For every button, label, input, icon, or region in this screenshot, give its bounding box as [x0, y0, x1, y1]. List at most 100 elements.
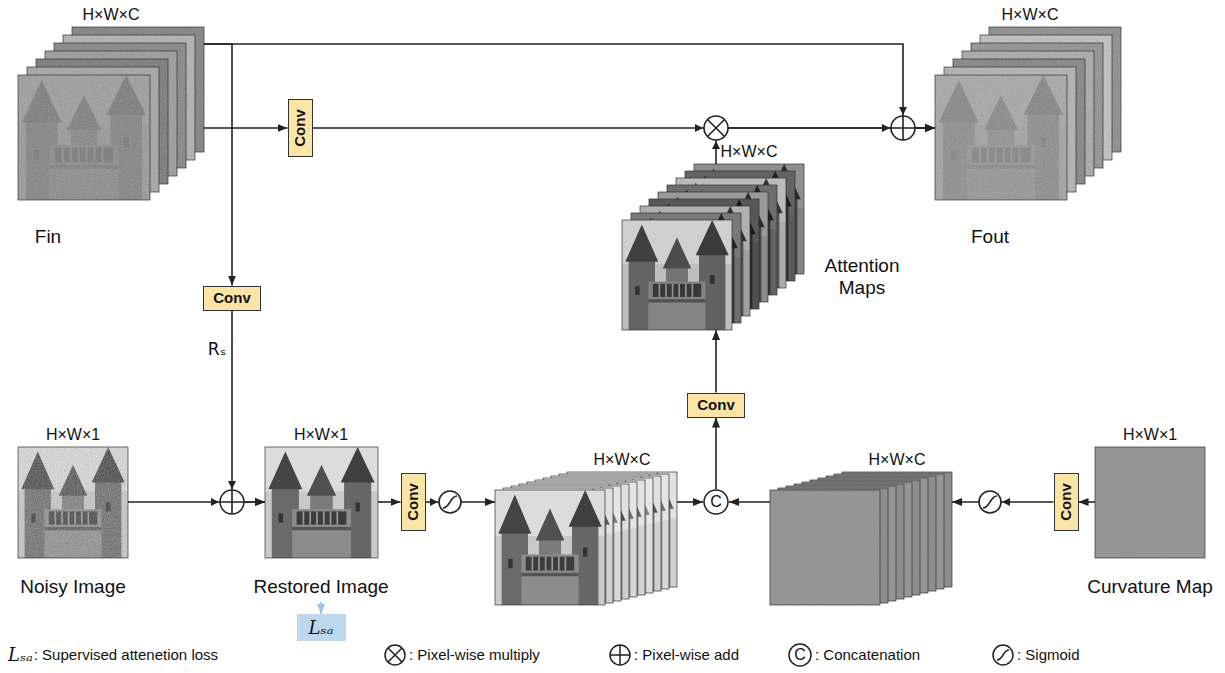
legend-text: : Pixel-wise add: [634, 646, 739, 663]
image-layer: [265, 447, 378, 558]
connector-layer: [128, 44, 1095, 614]
sigmoid-symbol: [979, 491, 1001, 513]
image-layer: [18, 75, 150, 200]
arrow-connector: [320, 602, 322, 614]
legend-text: : Pixel-wise multiply: [409, 646, 540, 663]
sigmoid-symbol: [983, 496, 997, 508]
dimension-label: H×W×1: [46, 426, 100, 444]
concat-circle: C: [703, 489, 729, 515]
legend-operator-letter: C: [794, 646, 806, 664]
arrowhead: [899, 107, 907, 115]
feature-stack: H×W×CFin: [18, 27, 204, 200]
image-layer: [18, 75, 150, 200]
image-layer: [622, 220, 732, 330]
arrowhead: [211, 107, 1010, 506]
feature-stack: H×W×C: [770, 472, 952, 605]
arrowhead: [695, 124, 703, 132]
image-layer: [770, 490, 880, 605]
arrow-connector: [378, 501, 401, 503]
image-layer: [265, 447, 378, 558]
image-layer: [18, 447, 128, 558]
dimension-label: H×W×1: [294, 426, 348, 444]
image-layer: [18, 447, 128, 558]
arrow-connector: [715, 418, 717, 490]
legend-multiply-symbol: [385, 645, 405, 665]
multiply-symbol: [704, 116, 728, 140]
image-layer: [770, 490, 880, 605]
dimension-label: H×W×C: [869, 451, 926, 469]
conv-label: Conv: [404, 483, 421, 521]
image-caption: Noisy Image: [20, 576, 126, 598]
image-layer: [265, 447, 378, 558]
arrowhead: [211, 498, 219, 506]
image-tile: H×W×1Noisy Image: [18, 447, 128, 558]
conv-box: Conv: [1054, 473, 1079, 531]
add-symbol: [220, 490, 244, 514]
image-layer: [18, 75, 150, 200]
legend-sigmoid-symbol: [993, 645, 1013, 665]
arrowhead: [1002, 498, 1010, 506]
sigmoid-symbol: [439, 491, 461, 513]
legend-add-symbol: [610, 645, 630, 665]
circle-outline: [704, 490, 728, 514]
image-layer: [495, 490, 605, 605]
legend-add-symbol: [610, 645, 630, 665]
sigmoid-symbol: [443, 496, 457, 508]
arrow-connector: [729, 501, 770, 503]
arrowhead: [882, 124, 890, 132]
image-layer: [935, 75, 1067, 200]
legend-concat-symbol: [789, 644, 811, 666]
conv-box: Conv: [401, 473, 426, 531]
operator-letter: C: [710, 493, 722, 511]
conv-box: Conv: [288, 99, 313, 157]
image-layer: [935, 75, 1067, 200]
add-symbol: [220, 490, 244, 514]
legend-symbol-label: Lₛₐ: [8, 645, 33, 666]
arrow-connector: [204, 44, 232, 286]
image-caption: Restored Image: [253, 576, 388, 598]
image-layer: [622, 220, 732, 330]
image-layer: [622, 220, 732, 330]
loss-box: Lₛₐ: [297, 614, 346, 641]
image-layer: [1095, 447, 1205, 558]
dimension-label: H×W×C: [1002, 6, 1059, 24]
image-layer: [935, 75, 1067, 200]
sigmoid-symbol: [979, 491, 1001, 513]
illustration: [211, 107, 1013, 666]
image-layer: [18, 447, 128, 558]
image-layer: [770, 490, 880, 605]
legend-text: : Concatenation: [815, 646, 920, 663]
arrowhead: [430, 498, 438, 506]
attention-stack: H×W×CAttention Maps: [622, 164, 804, 330]
conv-label: Conv: [1057, 483, 1074, 521]
image-layer: [770, 490, 880, 605]
legend-text: : Sigmoid: [1017, 646, 1080, 663]
arrow-connector: [232, 311, 265, 503]
arrow-connector: [715, 330, 717, 393]
feature-stack: H×W×C: [495, 472, 677, 605]
conv-label: Conv: [213, 289, 251, 306]
image-layer: [18, 447, 128, 558]
image-layer: [622, 220, 732, 330]
image-stack: [18, 27, 1205, 605]
conv-label: Conv: [697, 396, 735, 413]
legend-add-symbol: [610, 645, 630, 665]
arrowhead: [228, 481, 236, 489]
image-layer: [18, 75, 150, 200]
legend-concat-symbol: [789, 644, 811, 666]
image-caption: Attention Maps: [812, 255, 912, 299]
conv-box: Conv: [687, 393, 745, 418]
dimension-label: H×W×C: [594, 451, 651, 469]
image-layer: [495, 490, 605, 605]
legend-multiply-symbol: [385, 645, 405, 665]
legend-sigmoid-symbol: [997, 650, 1009, 660]
legend-text: : Supervised attenetion loss: [34, 646, 218, 663]
loss-label: Lₛₐ: [309, 617, 334, 638]
image-layer: [18, 75, 150, 200]
image-tile: H×W×1Restored Image: [265, 447, 378, 558]
dimension-label: H×W×C: [83, 6, 140, 24]
image-caption: Fout: [971, 226, 1009, 248]
